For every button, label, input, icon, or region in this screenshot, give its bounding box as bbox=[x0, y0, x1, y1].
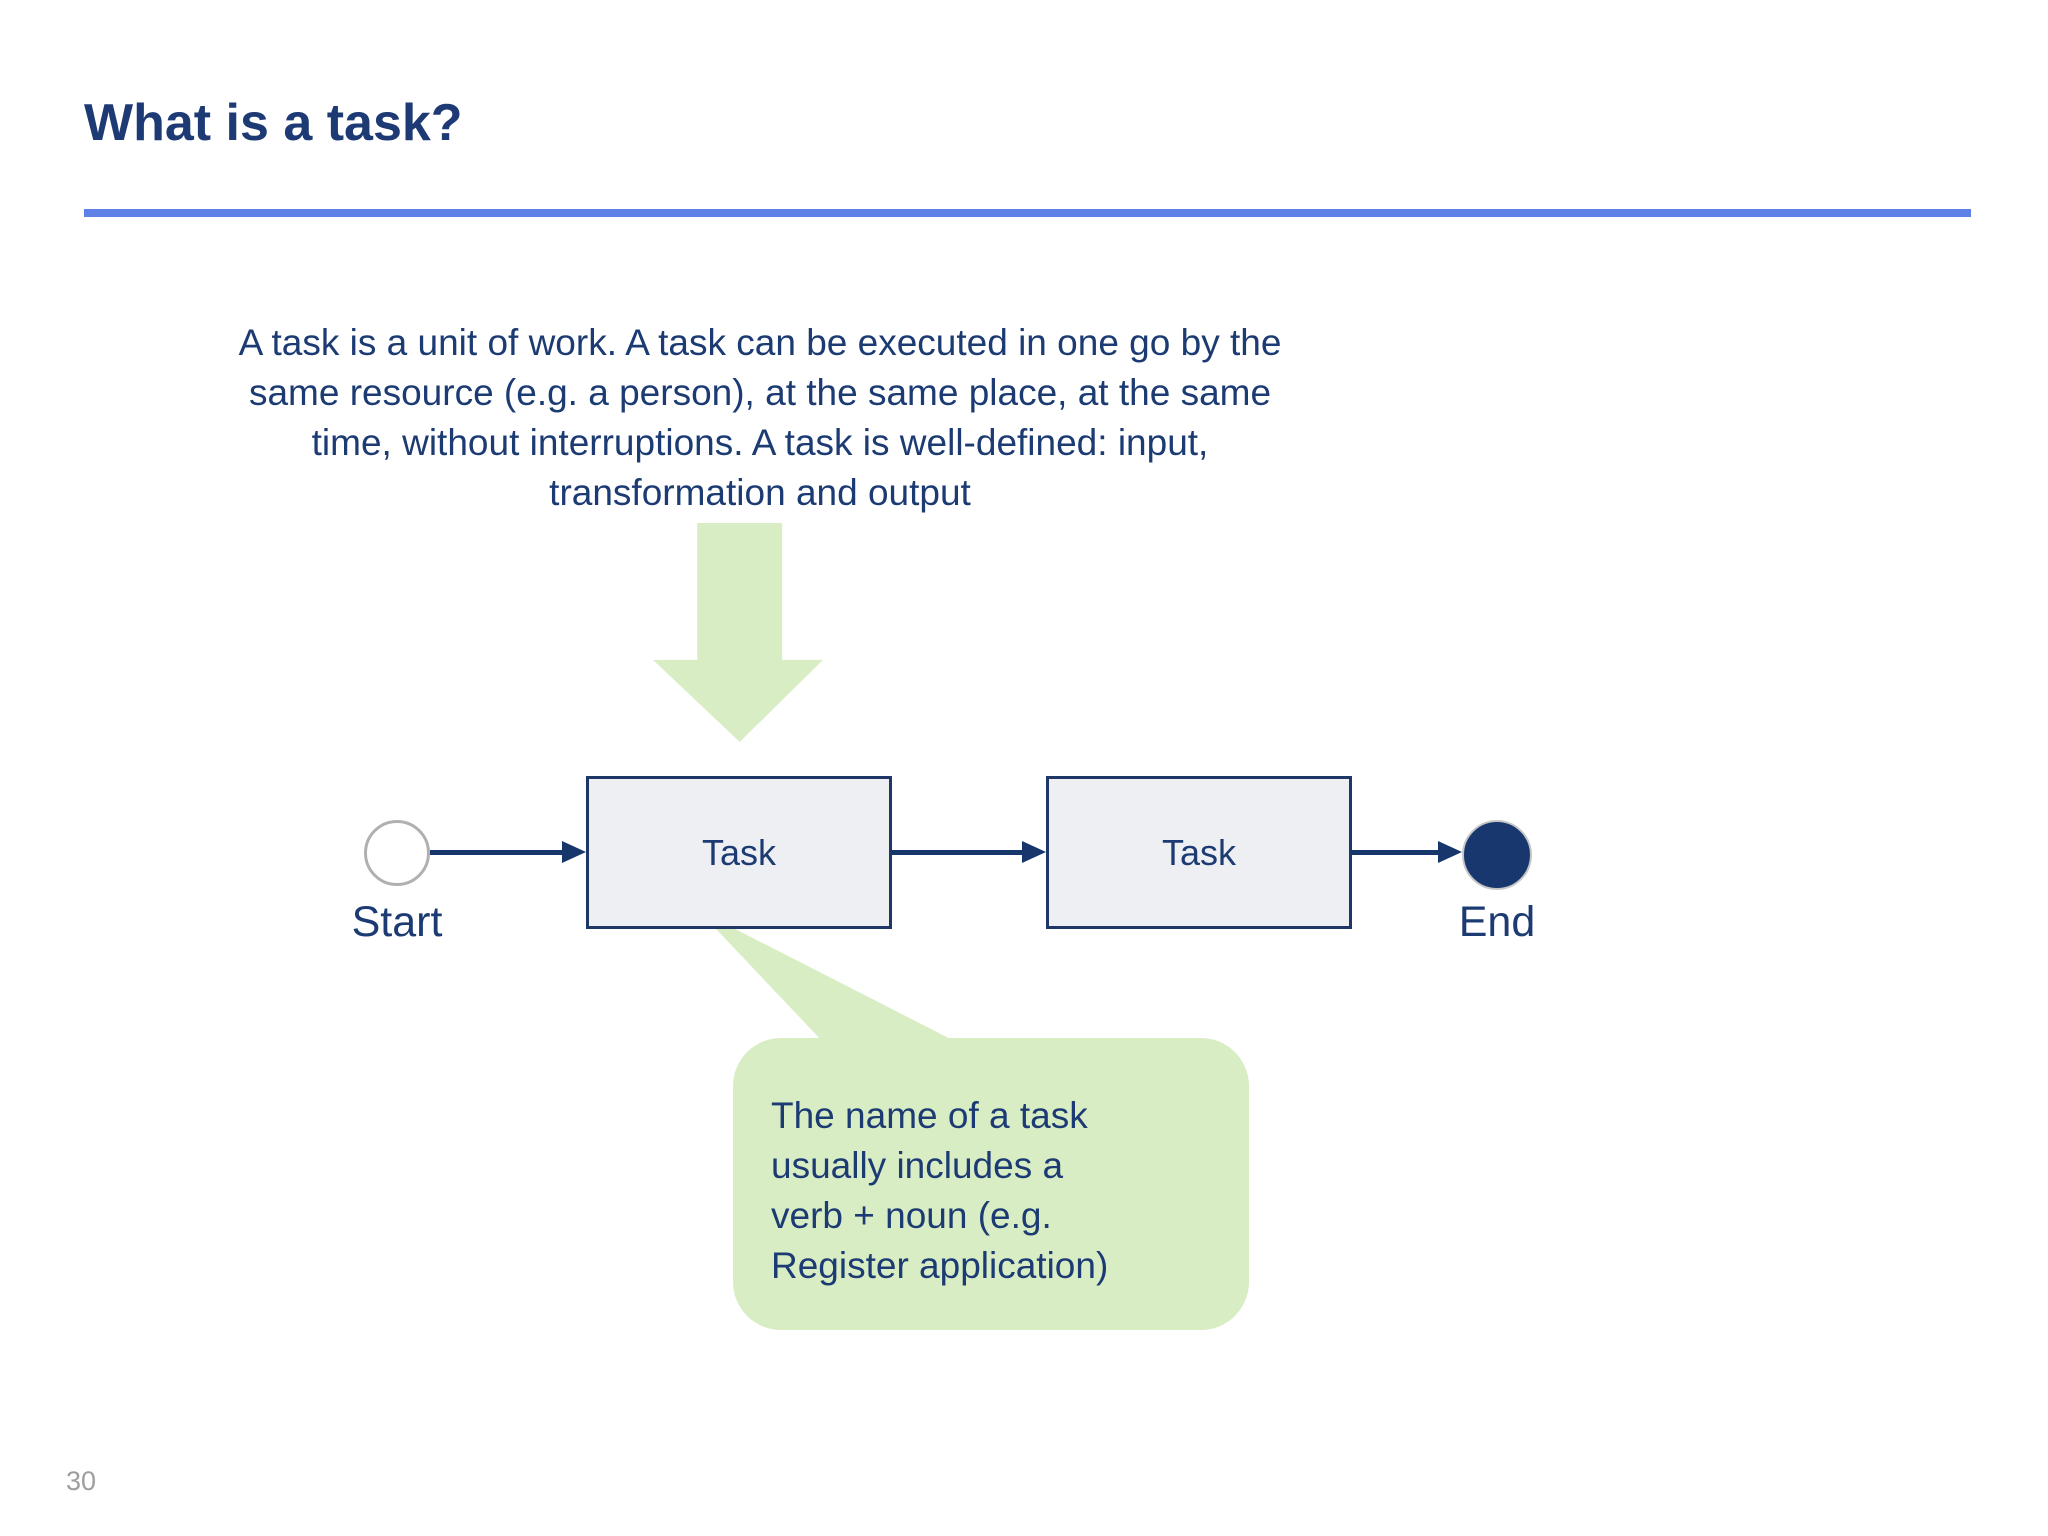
start-label: Start bbox=[351, 898, 443, 946]
page-number: 30 bbox=[66, 1466, 97, 1496]
callout-line: Register application) bbox=[771, 1245, 1109, 1286]
down-arrow-icon bbox=[653, 523, 823, 742]
connector-arrow-line bbox=[1352, 850, 1440, 855]
task-box-1: Task bbox=[586, 776, 892, 929]
callout-line: usually includes a bbox=[771, 1145, 1064, 1186]
intro-line: same resource (e.g. a person), at the sa… bbox=[248, 372, 1272, 413]
connector-arrowhead-icon bbox=[1438, 841, 1462, 863]
task-box-2: Task bbox=[1046, 776, 1352, 929]
callout-line: The name of a task bbox=[771, 1095, 1088, 1136]
callout-tail bbox=[698, 910, 953, 1050]
intro-paragraph: A task is a unit of work. A task can be … bbox=[140, 318, 1380, 518]
callout-bubble: The name of a task usually includes a ve… bbox=[733, 1038, 1249, 1330]
connector-arrow-line bbox=[430, 850, 564, 855]
connector-arrow-line bbox=[892, 850, 1024, 855]
callout-line: verb + noun (e.g. bbox=[771, 1195, 1052, 1236]
end-event-circle bbox=[1462, 820, 1532, 890]
task-box-1-label: Task bbox=[701, 831, 777, 873]
connector-arrowhead-icon bbox=[1022, 841, 1046, 863]
page-title: What is a task? bbox=[84, 94, 463, 152]
intro-line: A task is a unit of work. A task can be … bbox=[238, 322, 1282, 363]
intro-line: transformation and output bbox=[549, 472, 971, 513]
title-divider bbox=[84, 209, 1971, 217]
connector-arrowhead-icon bbox=[562, 841, 586, 863]
start-event-circle bbox=[364, 820, 430, 886]
task-box-2-label: Task bbox=[1161, 831, 1237, 873]
end-label: End bbox=[1458, 898, 1536, 946]
intro-line: time, without interruptions. A task is w… bbox=[311, 422, 1209, 463]
